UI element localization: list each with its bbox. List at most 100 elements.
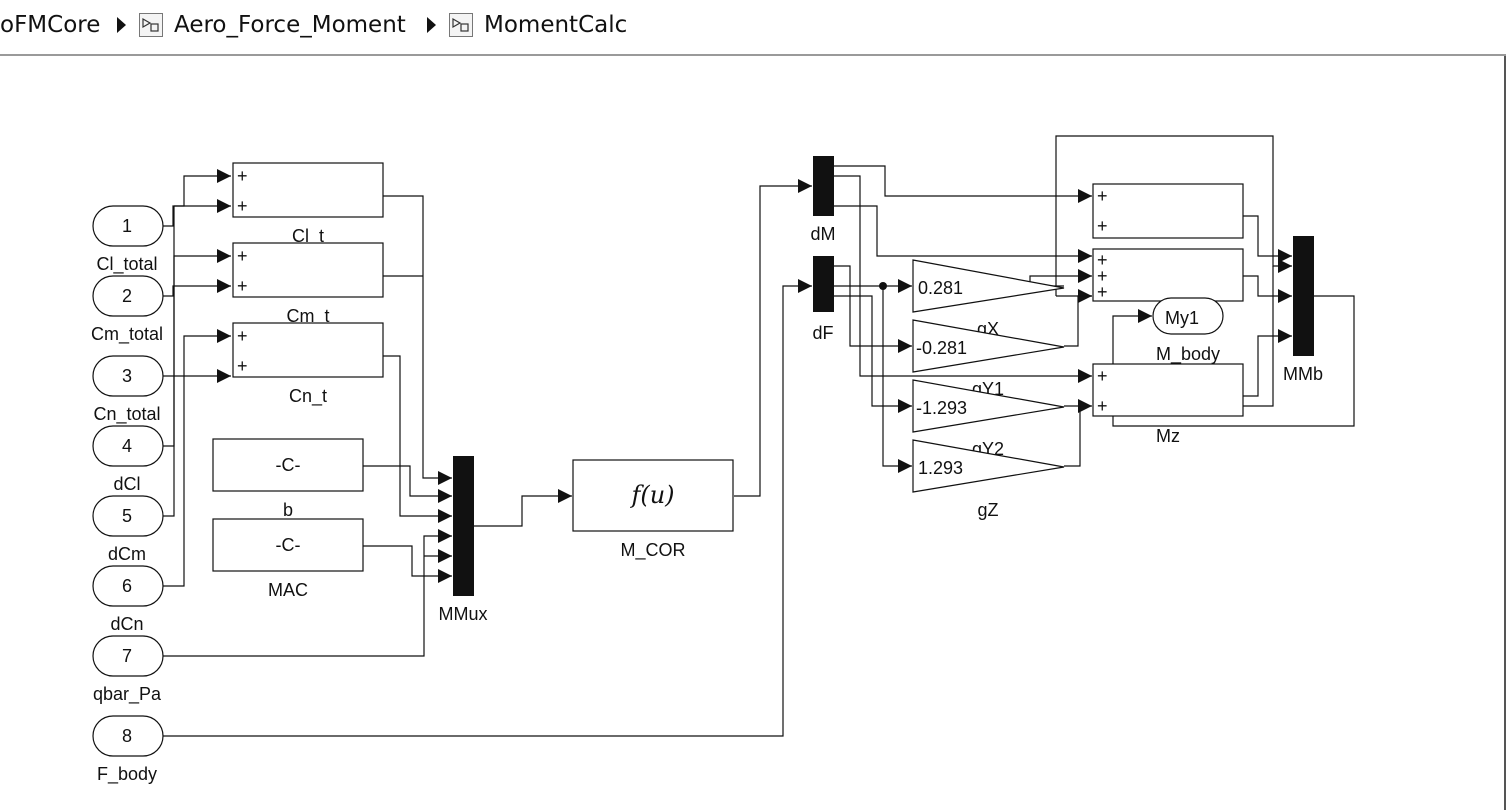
- gain-value: 1.293: [918, 458, 963, 478]
- block-label: dF: [812, 323, 833, 343]
- breadcrumb-item-aero-force-moment[interactable]: Aero_Force_Moment: [174, 12, 406, 38]
- signal-line[interactable]: [163, 529, 452, 657]
- subsystem-icon: [139, 13, 163, 37]
- inport-number: 3: [122, 366, 132, 386]
- gain-block-gz[interactable]: 1.293 gZ: [912, 439, 1065, 520]
- gain-value: -1.293: [916, 398, 967, 418]
- fcn-block-m-cor[interactable]: f(u) M_COR: [572, 459, 734, 561]
- inport-1[interactable]: 1 Cl_total: [92, 205, 164, 275]
- branch-point: [879, 282, 887, 290]
- breadcrumb-item-root[interactable]: oFMCore: [0, 12, 101, 38]
- constant-block-mac[interactable]: -C- MAC: [212, 518, 364, 600]
- block-label: MMux: [439, 604, 488, 624]
- sum-sign: +: [237, 166, 248, 186]
- signal-line[interactable]: [383, 355, 452, 523]
- inport-2[interactable]: 2 Cm_total: [91, 275, 164, 345]
- signal-line[interactable]: [834, 205, 1092, 263]
- sum-block-mz[interactable]: + + Mz: [1092, 363, 1244, 446]
- signal-line[interactable]: [1243, 266, 1274, 407]
- mux-block-mmux[interactable]: MMux: [439, 456, 488, 624]
- signal-line[interactable]: [834, 295, 912, 413]
- demux-block-dm[interactable]: dM: [810, 156, 836, 244]
- inport-label: qbar_Pa: [93, 684, 162, 705]
- sum-block-cl-t[interactable]: + + Cl_t: [232, 162, 384, 247]
- block-label: Mz: [1156, 426, 1180, 446]
- signal-line[interactable]: [1064, 289, 1092, 347]
- sum-sign: +: [237, 356, 248, 376]
- signal-line[interactable]: [834, 165, 1092, 203]
- inport-number: 7: [122, 646, 132, 666]
- inport-label: Cn_total: [93, 404, 160, 425]
- signal-line[interactable]: [163, 279, 231, 297]
- block-label: Cl_t: [292, 226, 324, 247]
- signal-line[interactable]: [163, 206, 175, 447]
- breadcrumb-separator-icon: [117, 17, 126, 33]
- outport-my1[interactable]: My1: [1152, 297, 1224, 335]
- block-label: dM: [810, 224, 835, 244]
- sum-sign: +: [1097, 396, 1108, 416]
- signal-line[interactable]: [363, 465, 452, 503]
- gain-block-gx[interactable]: 0.281 gX: [912, 259, 1065, 339]
- inport-label: F_body: [97, 764, 157, 785]
- inport-label: dCl: [113, 474, 140, 494]
- breadcrumb: oFMCore Aero_Force_Moment MomentCalc: [0, 0, 1506, 56]
- mux-block-mmb[interactable]: MMb: [1283, 236, 1323, 384]
- block-label: MAC: [268, 580, 308, 600]
- sum-block-m-body[interactable]: + + + M_body: [1092, 248, 1244, 365]
- signal-line[interactable]: [1055, 135, 1292, 296]
- signal-line[interactable]: [882, 286, 912, 473]
- breadcrumb-item-momentcalc[interactable]: MomentCalc: [484, 12, 628, 38]
- breadcrumb-separator-icon: [427, 17, 436, 33]
- signal-lines: [163, 135, 1355, 737]
- signal-line[interactable]: [1112, 295, 1355, 427]
- signal-line[interactable]: [163, 249, 231, 517]
- inport-number: 6: [122, 576, 132, 596]
- sum-sign: +: [237, 196, 248, 216]
- block-label: M_COR: [620, 540, 685, 561]
- signal-line[interactable]: [1243, 275, 1292, 303]
- signal-line[interactable]: [163, 329, 231, 587]
- block-label: Cm_t: [286, 306, 329, 327]
- signal-line[interactable]: [383, 195, 452, 485]
- constant-value: -C-: [276, 535, 301, 555]
- inport-4[interactable]: 4 dCl: [92, 425, 164, 494]
- inport-6[interactable]: 6 dCn: [92, 565, 164, 634]
- vertical-scrollbar[interactable]: [1504, 56, 1506, 810]
- signal-line[interactable]: [163, 279, 812, 737]
- block-label: b: [283, 500, 293, 520]
- signal-line[interactable]: [834, 175, 1092, 383]
- block-label: MMb: [1283, 364, 1323, 384]
- inport-7[interactable]: 7 qbar_Pa: [92, 635, 164, 705]
- inport-label: dCn: [110, 614, 143, 634]
- signal-line[interactable]: [163, 199, 231, 227]
- sum-sign: +: [1097, 266, 1108, 286]
- constant-value: -C-: [276, 455, 301, 475]
- sum-block-cm-t[interactable]: + + Cm_t: [232, 242, 384, 327]
- inport-5[interactable]: 5 dCm: [92, 495, 164, 564]
- signal-line[interactable]: [1064, 406, 1081, 467]
- constant-block-b[interactable]: -C- b: [212, 438, 364, 520]
- signal-line[interactable]: [734, 179, 812, 497]
- inport-label: Cl_total: [96, 254, 157, 275]
- sum-sign: +: [1097, 216, 1108, 236]
- signal-line[interactable]: [363, 545, 452, 583]
- block-label: gZ: [977, 500, 998, 520]
- inport-number: 4: [122, 436, 132, 456]
- block-label: M_body: [1156, 344, 1220, 365]
- sum-block-cn-t[interactable]: + + Cn_t: [232, 322, 384, 407]
- inport-3[interactable]: 3 Cn_total: [92, 355, 164, 425]
- demux-block-df[interactable]: dF: [812, 256, 834, 343]
- block-label: Cn_t: [289, 386, 327, 407]
- inport-number: 2: [122, 286, 132, 306]
- subsystem-icon: [449, 13, 473, 37]
- sum-sign: +: [1097, 250, 1108, 270]
- inport-8[interactable]: 8 F_body: [92, 715, 164, 785]
- signal-line[interactable]: [1243, 329, 1292, 397]
- sum-sign: +: [1097, 366, 1108, 386]
- sum-sign: +: [237, 246, 248, 266]
- signal-line[interactable]: [1243, 215, 1292, 263]
- signal-line[interactable]: [834, 265, 912, 353]
- signal-line[interactable]: [174, 169, 231, 207]
- signal-line[interactable]: [474, 489, 572, 527]
